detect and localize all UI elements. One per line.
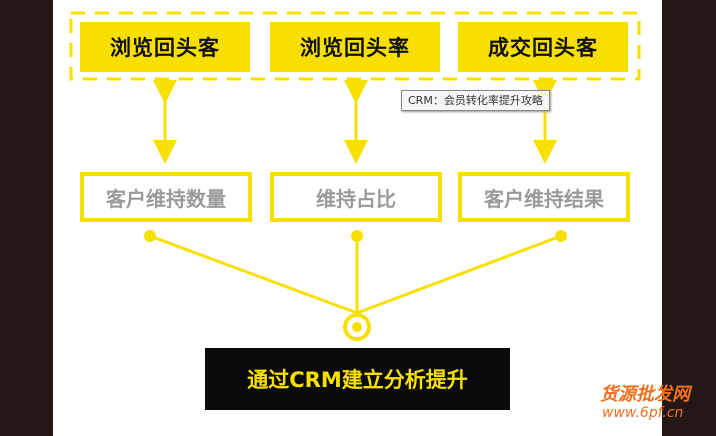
tooltip: CRM：会员转化率提升攻略 bbox=[401, 90, 550, 111]
converging-line-3 bbox=[356, 234, 562, 315]
converging-lines bbox=[149, 234, 562, 315]
dot-1 bbox=[144, 230, 156, 242]
target-icon-center bbox=[352, 322, 362, 332]
top-box-2: 浏览回头率 bbox=[270, 22, 440, 72]
middle-box-2: 维持占比 bbox=[270, 172, 442, 222]
dashed-group-border bbox=[69, 11, 641, 81]
dot-2 bbox=[351, 230, 363, 242]
converging-line-1 bbox=[149, 234, 358, 315]
watermark-url: www.6pf.cn bbox=[602, 405, 684, 421]
middle-box-1: 客户维持数量 bbox=[80, 172, 252, 222]
dot-3 bbox=[555, 230, 567, 242]
bottom-box: 通过CRM建立分析提升 bbox=[205, 348, 510, 410]
middle-box-3: 客户维持结果 bbox=[458, 172, 630, 222]
watermark-title: 货源批发网 bbox=[600, 384, 690, 405]
top-box-1: 浏览回头客 bbox=[80, 22, 250, 72]
top-box-3: 成交回头客 bbox=[458, 22, 628, 72]
